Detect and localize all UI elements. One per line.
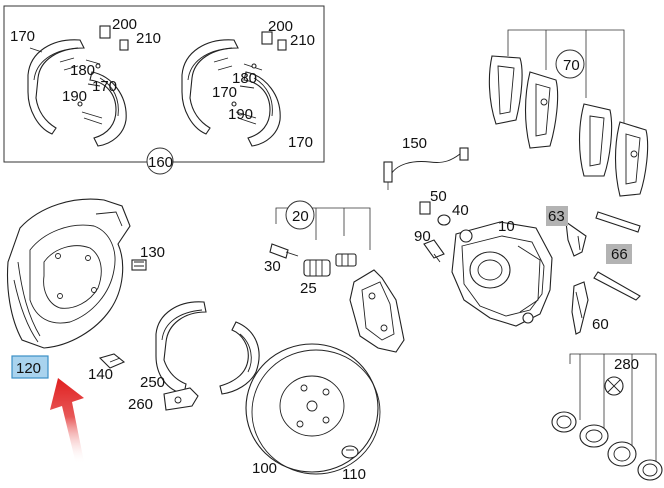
- label-170-d: 170: [288, 134, 313, 151]
- label-100: 100: [252, 460, 277, 477]
- label-63: 63: [548, 208, 565, 225]
- label-170-a: 170: [10, 28, 35, 45]
- label-200-b: 200: [268, 18, 293, 35]
- label-180-b: 180: [232, 70, 257, 87]
- brake-shoe-set-right: [181, 31, 287, 147]
- label-260: 260: [128, 396, 153, 413]
- label-140: 140: [88, 366, 113, 383]
- brake-pad-set: [488, 29, 649, 197]
- label-200-a: 200: [112, 16, 137, 33]
- label-70: 70: [563, 57, 580, 74]
- label-170-b: 170: [92, 78, 117, 95]
- callout-circle-160: [146, 147, 174, 175]
- highlight-box-63: [546, 206, 568, 226]
- label-170-c: 170: [212, 84, 237, 101]
- dust-shield-backing-plate: [6, 198, 131, 349]
- label-50: 50: [430, 188, 447, 205]
- bleed-screw-50: [419, 201, 431, 215]
- anti-rattle-spring-60: [571, 281, 589, 335]
- label-250: 250: [140, 374, 165, 391]
- brake-shoe-set-left: [27, 25, 129, 147]
- label-210-b: 210: [290, 32, 315, 49]
- label-60: 60: [592, 316, 609, 333]
- label-110: 110: [342, 466, 366, 483]
- label-150: 150: [402, 135, 427, 152]
- label-66: 66: [611, 246, 628, 263]
- brake-disc: [245, 343, 381, 475]
- label-30: 30: [264, 258, 281, 275]
- label-210-a: 210: [136, 30, 161, 47]
- label-190-b: 190: [228, 106, 253, 123]
- label-120: 120: [16, 360, 41, 377]
- callout-circle-70: [555, 49, 585, 79]
- bolt-140: [98, 353, 126, 369]
- cap-40: [437, 214, 451, 226]
- parking-brake-lever: [163, 387, 199, 411]
- label-90: 90: [414, 228, 431, 245]
- caliper-carrier-assembly: [269, 207, 405, 353]
- retaining-pin-63: [565, 220, 587, 257]
- label-25: 25: [300, 280, 317, 297]
- label-180-a: 180: [70, 62, 95, 79]
- label-130: 130: [140, 244, 165, 261]
- label-40: 40: [452, 202, 469, 219]
- caliper-repair-kit: [551, 353, 663, 481]
- parking-brake-shoe: [155, 301, 260, 395]
- label-10: 10: [498, 218, 515, 235]
- bolt-90: [423, 239, 445, 263]
- retaining-pin-66: [593, 211, 641, 301]
- selected-part-highlight-120: [11, 355, 49, 379]
- label-160: 160: [148, 154, 173, 171]
- brake-caliper: [451, 221, 553, 327]
- disc-screw-110: [341, 445, 359, 459]
- label-190-a: 190: [62, 88, 87, 105]
- highlight-box-66: [606, 244, 632, 264]
- callout-circle-20: [285, 200, 315, 230]
- label-20: 20: [292, 208, 309, 225]
- bolt-130: [131, 259, 147, 271]
- wear-sensor: [383, 147, 469, 190]
- red-pointer-arrow: [50, 378, 84, 464]
- label-280: 280: [614, 356, 639, 373]
